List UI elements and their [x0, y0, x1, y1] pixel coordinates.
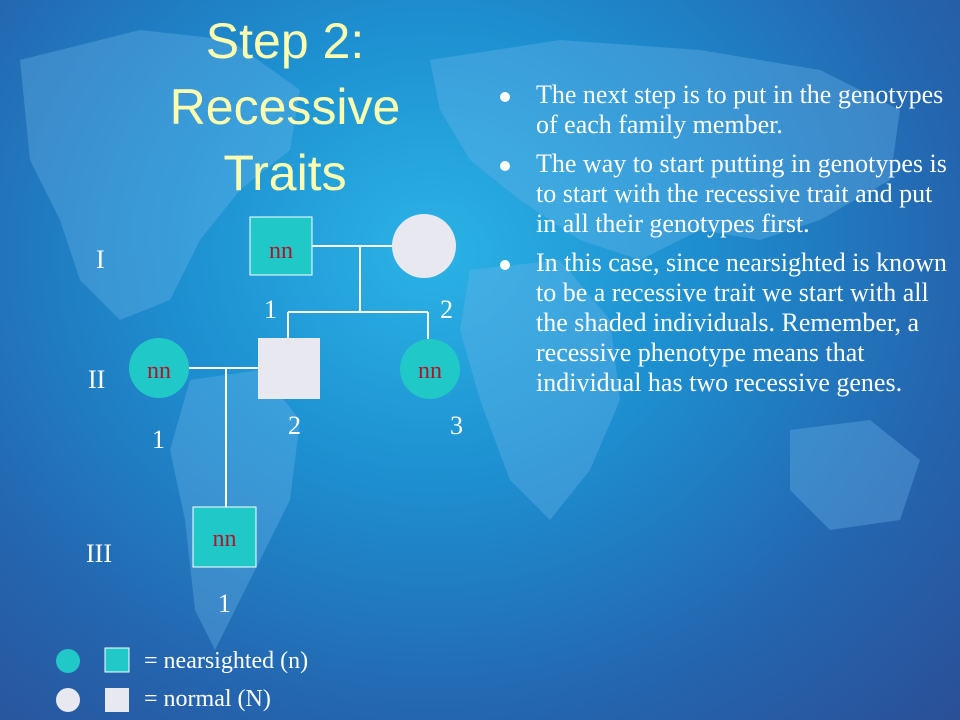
individual-number-II-3: 3 — [450, 411, 463, 440]
legend-normal-label: = normal (N) — [144, 686, 271, 712]
bullet-item: The next step is to put in the genotypes… — [498, 80, 948, 140]
individual-II-3-circle — [400, 339, 460, 399]
legend-affected-square — [104, 647, 130, 673]
pedigree-lines — [189, 245, 429, 507]
generation-label-III: III — [86, 539, 112, 568]
legend-affected-label: = nearsighted (n) — [144, 648, 309, 674]
individual-number-II-1: 1 — [152, 425, 165, 454]
genotype-II-1: nn — [147, 358, 171, 384]
bullet-dot-icon — [500, 260, 510, 270]
individual-number-III-1: 1 — [218, 589, 231, 618]
bullet-text: The next step is to put in the genotypes… — [536, 80, 944, 139]
slide-title: Step 2: Recessive Traits — [120, 8, 450, 206]
bullet-text: In this case, since nearsighted is known… — [536, 248, 947, 397]
individual-II-2-square — [258, 338, 320, 399]
bullet-dot-icon — [500, 161, 510, 171]
legend-normal-square — [105, 688, 129, 712]
legend-normal-circle — [56, 688, 80, 712]
title-line-1: Step 2: — [205, 13, 365, 69]
bullet-item: In this case, since nearsighted is known… — [498, 248, 948, 398]
bullet-text: The way to start putting in genotypes is… — [536, 149, 947, 238]
individual-I-2-circle — [392, 214, 456, 278]
title-line-2: Recessive — [169, 79, 401, 135]
individual-II-1-circle — [129, 338, 189, 398]
bullet-item: The way to start putting in genotypes is… — [498, 149, 948, 239]
individual-number-II-2: 2 — [288, 411, 301, 440]
genotype-III-1: nn — [212, 526, 237, 552]
individual-I-1-square — [249, 216, 313, 276]
bullet-list: The next step is to put in the genotypes… — [498, 80, 948, 407]
legend-affected-circle — [56, 649, 80, 673]
generation-label-II: II — [88, 365, 106, 394]
genotype-I-1: nn — [269, 238, 293, 264]
genotype-II-3: nn — [418, 358, 442, 384]
bullet-dot-icon — [500, 92, 510, 102]
individual-number-I-1: 1 — [264, 295, 277, 324]
individual-number-I-2: 2 — [440, 295, 453, 324]
generation-label-I: I — [96, 245, 105, 274]
individual-III-1-square — [192, 506, 257, 568]
title-line-3: Traits — [223, 145, 347, 201]
